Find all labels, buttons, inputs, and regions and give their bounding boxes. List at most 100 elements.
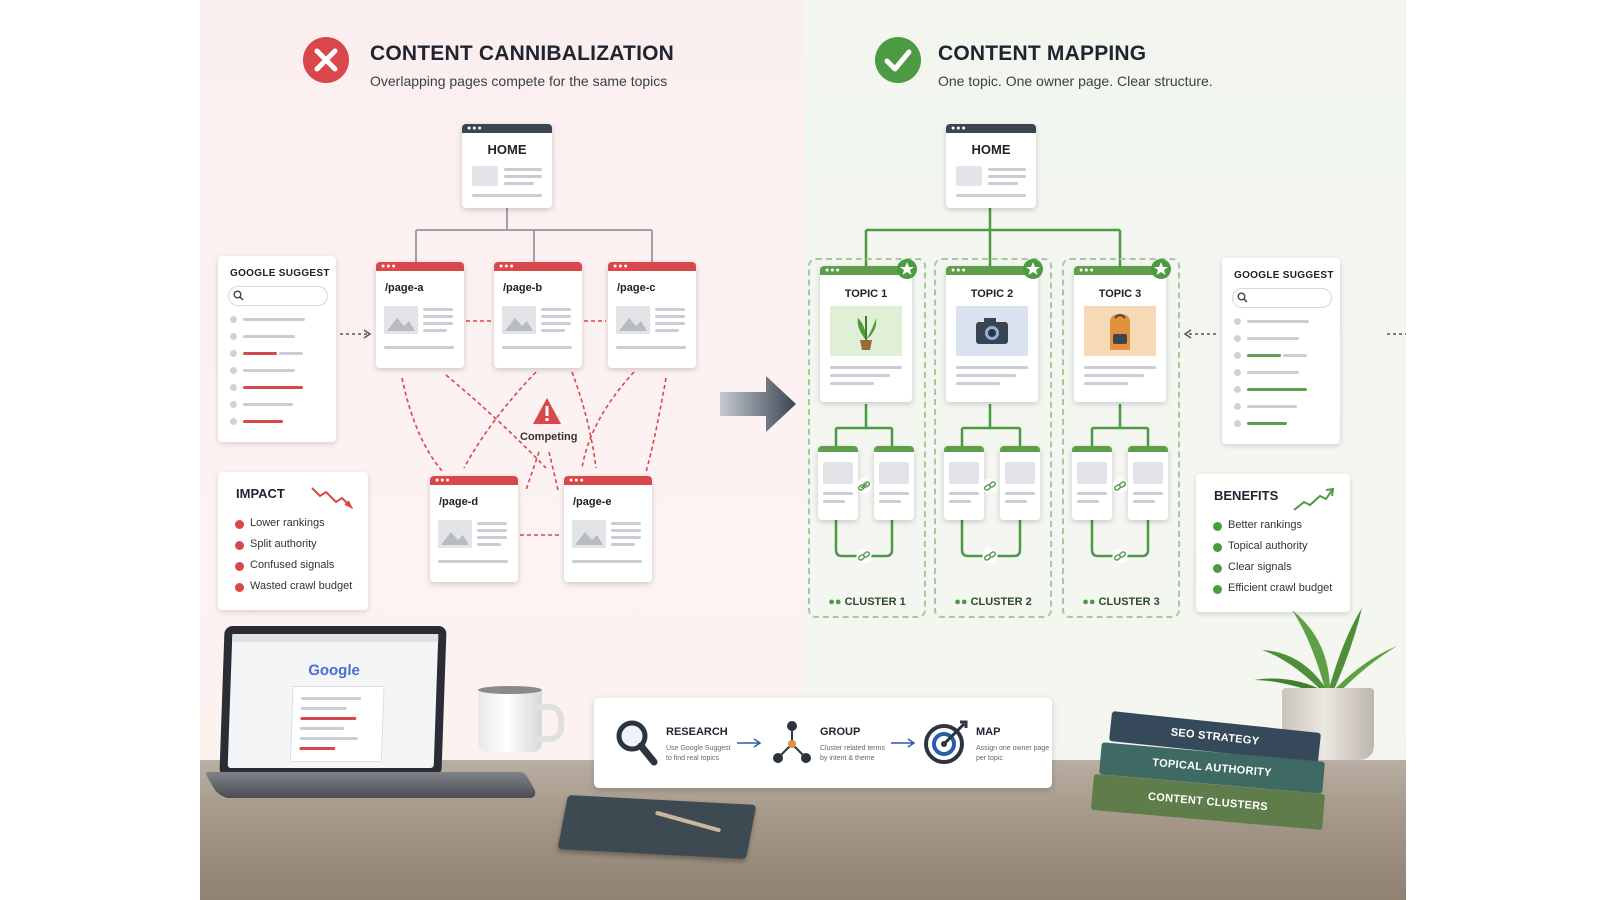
process-step-title: MAP — [976, 726, 1001, 738]
potted-plant — [1252, 600, 1402, 760]
process-step-desc: Cluster related terms — [820, 745, 885, 752]
x-icon — [303, 37, 349, 83]
cluster-page-card — [874, 446, 914, 520]
star-icon — [897, 259, 917, 279]
link-icon — [1112, 478, 1128, 494]
benefit-item: Topical authority — [1228, 540, 1308, 552]
star-icon — [1023, 259, 1043, 279]
page-label: /page-e — [573, 496, 612, 508]
home-label: HOME — [971, 142, 1011, 157]
right-home-card: ●●● HOME — [946, 124, 1036, 208]
link-icon — [856, 548, 872, 564]
process-step-desc: Use Google Suggest — [666, 745, 731, 752]
camera-icon — [956, 306, 1028, 356]
left-arrow-icon — [1183, 329, 1216, 339]
magnifier-icon — [616, 720, 658, 766]
search-input[interactable] — [228, 286, 328, 306]
benefit-item: Better rankings — [1228, 519, 1302, 531]
laptop-base — [204, 772, 540, 798]
topic-label: TOPIC 3 — [1098, 288, 1142, 300]
topic-1-card: ●●● TOPIC 1 — [820, 259, 917, 402]
cluster-label: ●● CLUSTER 2 — [954, 596, 1032, 608]
star-icon — [1151, 259, 1171, 279]
page-label: /page-c — [617, 282, 656, 294]
topic-label: TOPIC 1 — [844, 288, 888, 300]
cluster-label: ●● CLUSTER 3 — [1082, 596, 1160, 608]
right-connectors — [834, 208, 1406, 558]
competing-label: Competing — [520, 431, 578, 443]
topic-label: TOPIC 2 — [970, 288, 1014, 300]
impact-title: IMPACT — [236, 486, 285, 501]
process-step-desc: by intent & theme — [820, 755, 875, 762]
warning-icon — [533, 398, 561, 424]
cluster-1-box: ●● CLUSTER 1 — [808, 258, 926, 618]
process-step-desc: to find real topics — [666, 755, 719, 762]
benefits-title: BENEFITS — [1214, 488, 1279, 503]
link-icon — [1112, 548, 1128, 564]
check-icon — [875, 37, 921, 83]
right-google-suggest-card: GOOGLE SUGGEST — [1222, 258, 1340, 444]
cluster-label: ●● CLUSTER 1 — [828, 596, 906, 608]
cluster-3-box: ●● CLUSTER 3 — [1062, 258, 1180, 618]
link-icon — [982, 478, 998, 494]
left-google-suggest-card: GOOGLE SUGGEST — [218, 256, 336, 442]
benefit-item: Efficient crawl budget — [1228, 582, 1333, 594]
laptop-screen: Google — [219, 626, 447, 776]
link-icon — [982, 548, 998, 564]
impact-item: Confused signals — [250, 559, 335, 571]
home-label: HOME — [487, 142, 527, 157]
right-title: CONTENT MAPPING — [938, 42, 1147, 65]
impact-item: Split authority — [250, 538, 317, 550]
google-suggest-title: GOOGLE SUGGEST — [1234, 270, 1334, 281]
google-suggest-title: GOOGLE SUGGEST — [230, 268, 330, 279]
network-icon — [773, 721, 811, 763]
left-connectors — [340, 208, 667, 536]
cluster-page-card — [1000, 446, 1040, 520]
cluster-page-card — [944, 446, 984, 520]
process-step-title: RESEARCH — [666, 726, 728, 738]
team-icon: ●● — [828, 596, 842, 608]
arrow-right-icon — [737, 738, 762, 748]
cluster-2-box: ●● CLUSTER 2 — [934, 258, 1052, 618]
page-b-card: ●●● /page-b — [494, 262, 582, 368]
infographic: CONTENT CANNIBALIZATION Overlapping page… — [200, 0, 1406, 900]
notebook — [557, 795, 757, 859]
benefit-item: Clear signals — [1228, 561, 1292, 573]
backpack-icon — [1084, 306, 1156, 356]
team-icon: ●● — [1082, 596, 1096, 608]
plant-icon — [830, 306, 902, 356]
process-step-desc: per topic — [976, 755, 1003, 762]
process-step-title: GROUP — [820, 726, 861, 738]
page-a-card: ●●● /page-a — [376, 262, 464, 368]
google-logo: Google — [307, 662, 361, 679]
left-home-card: ●●● HOME — [462, 124, 552, 208]
page-label: /page-b — [503, 282, 543, 294]
page-label: /page-a — [385, 282, 424, 294]
cluster-page-card — [1072, 446, 1112, 520]
cluster-page-card — [818, 446, 858, 520]
impact-card: IMPACT Lower rankings Split authority Co… — [218, 472, 368, 610]
left-title: CONTENT CANNIBALIZATION — [370, 42, 675, 65]
impact-item: Wasted crawl budget — [250, 580, 353, 592]
left-subtitle: Overlapping pages compete for the same t… — [370, 73, 668, 89]
cluster-page-card — [1128, 446, 1168, 520]
right-subtitle: One topic. One owner page. Clear structu… — [938, 73, 1213, 89]
arrow-right-icon — [891, 738, 916, 748]
trend-up-icon — [1293, 487, 1335, 511]
process-step-desc: Assign one owner page — [976, 745, 1050, 752]
page-d-card: ●●● /page-d — [430, 476, 518, 582]
search-input[interactable] — [1232, 288, 1332, 308]
search-icon — [233, 290, 244, 301]
impact-item: Lower rankings — [250, 517, 325, 529]
process-bar: RESEARCH Use Google Suggest to find real… — [594, 698, 1052, 788]
link-icon — [856, 478, 872, 494]
page-c-card: ●●● /page-c — [608, 262, 696, 368]
laptop: Google — [204, 626, 540, 798]
transition-arrow-icon — [720, 376, 796, 432]
team-icon: ●● — [954, 596, 968, 608]
page-label: /page-d — [439, 496, 479, 508]
topic-2-card: ●●● TOPIC 2 — [946, 259, 1043, 402]
target-icon — [924, 720, 968, 764]
search-icon — [1237, 292, 1248, 303]
topic-3-card: ●●● TOPIC 3 — [1074, 259, 1171, 402]
